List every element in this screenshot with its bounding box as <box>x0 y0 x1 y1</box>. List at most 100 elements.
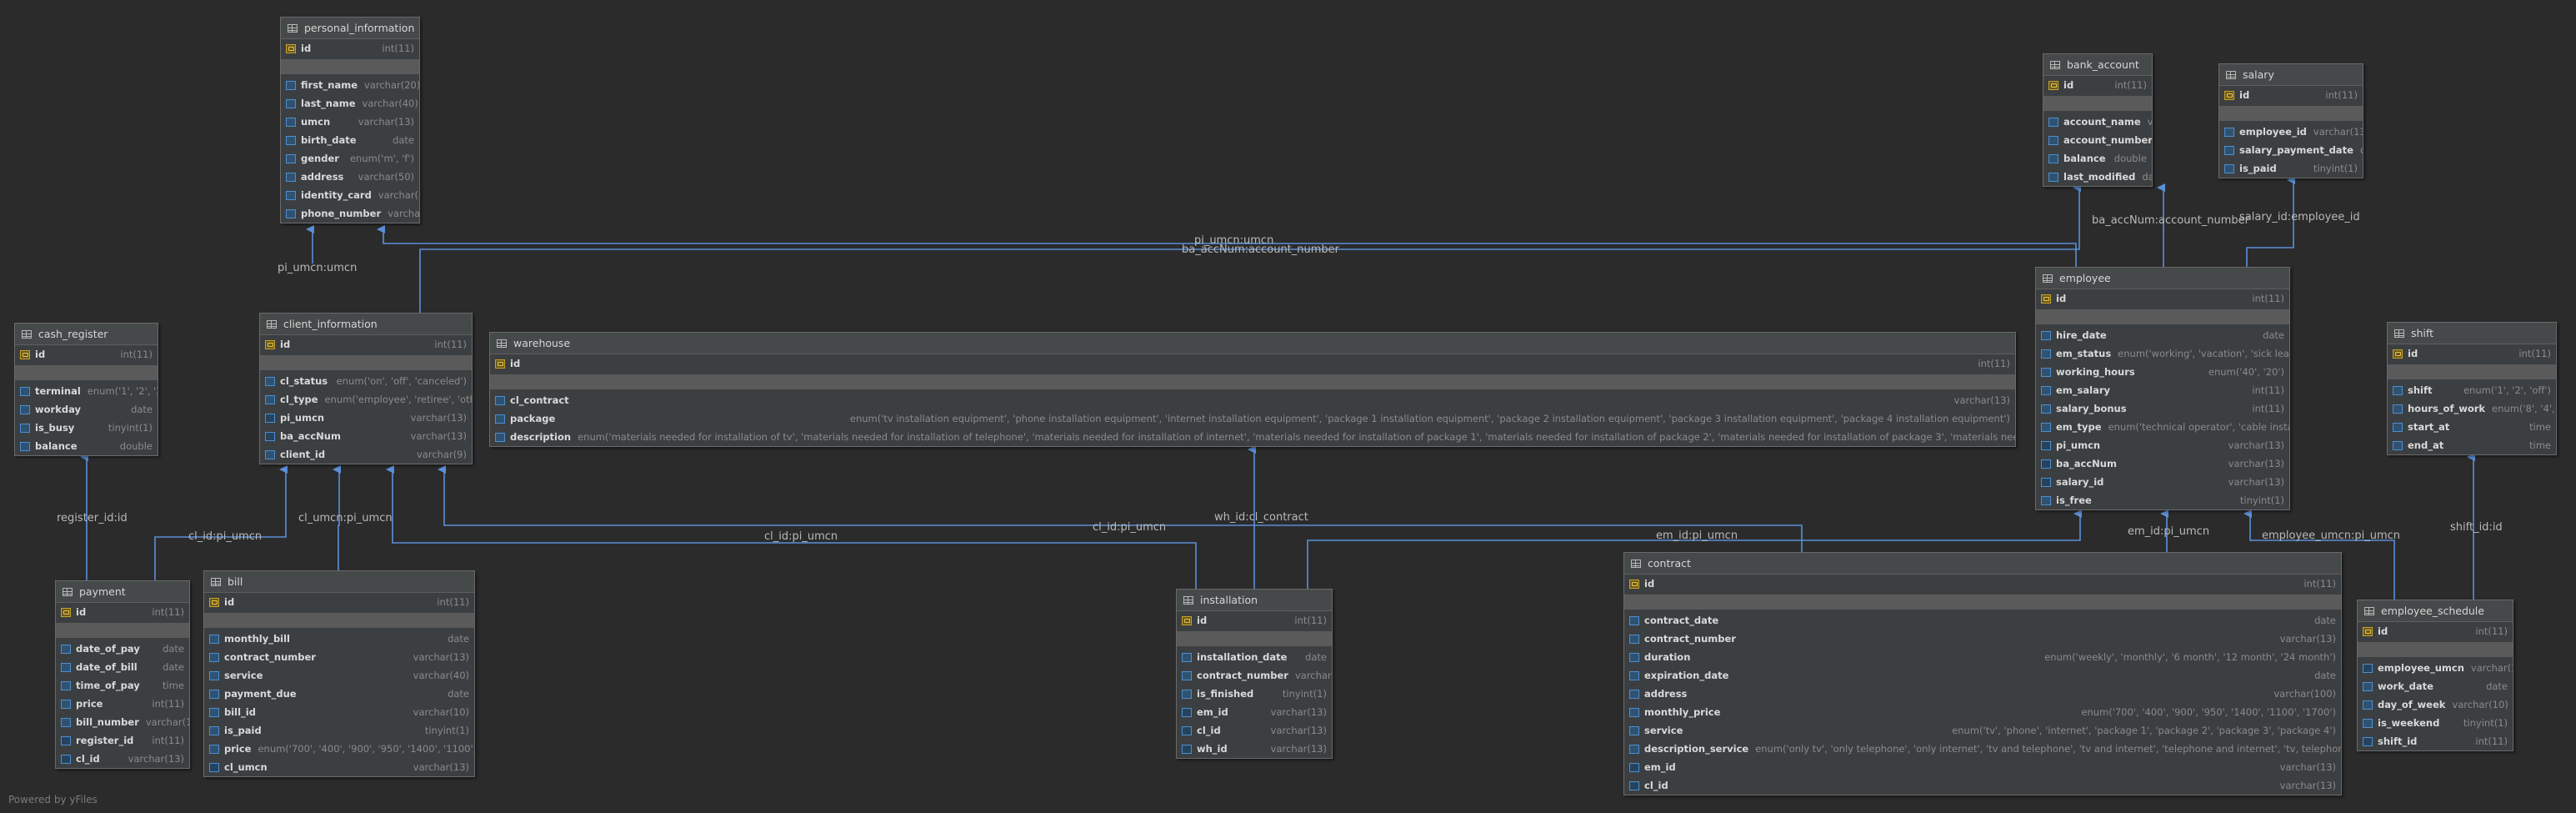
table-header[interactable]: bill <box>204 571 474 593</box>
table-header[interactable]: bank_account <box>2043 54 2152 76</box>
table-header[interactable]: client_information <box>260 314 472 335</box>
table-header[interactable]: salary <box>2219 64 2363 86</box>
table-header[interactable]: installation <box>1177 590 1332 611</box>
table-header[interactable]: contract <box>1624 553 2341 575</box>
table-header[interactable]: shift <box>2388 323 2556 344</box>
table-header[interactable]: payment <box>56 581 189 603</box>
table-header[interactable]: employee_schedule <box>2358 600 2513 622</box>
table-header[interactable]: cash_register <box>15 324 158 345</box>
table-header[interactable]: personal_information <box>281 18 419 39</box>
